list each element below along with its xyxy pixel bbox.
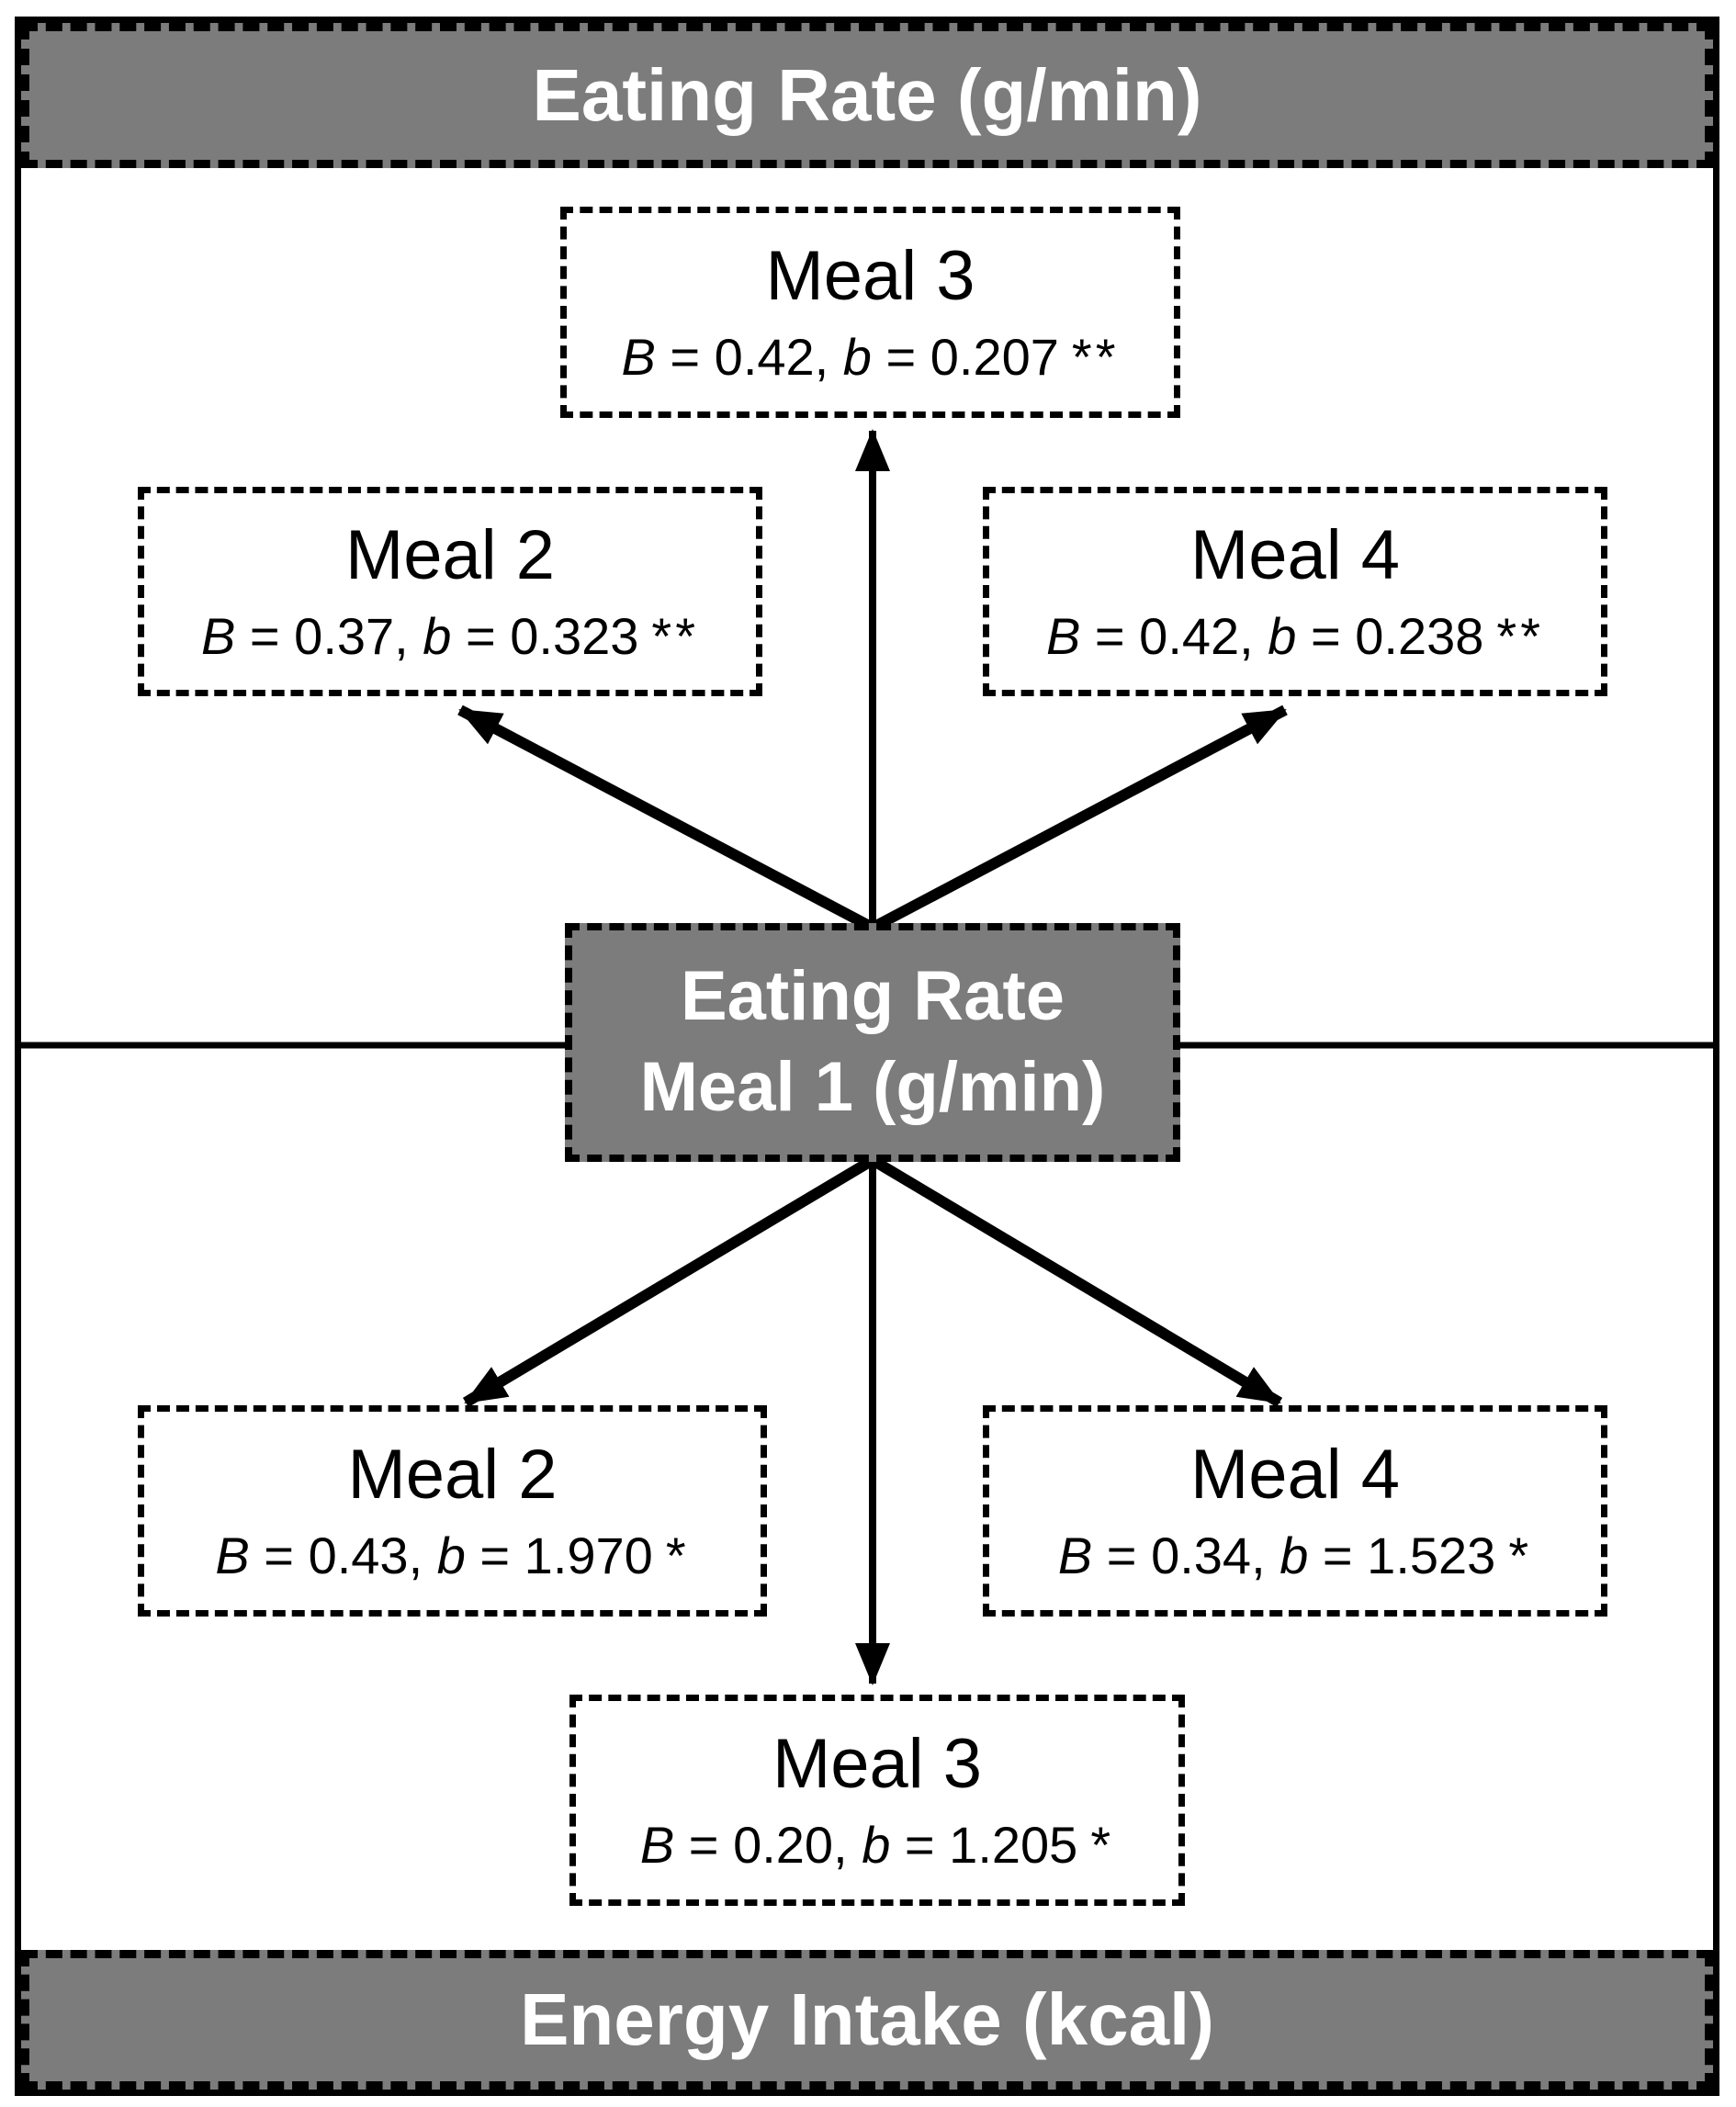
- upper-meal3-box: Meal 3 B = 0.42, b = 0.207**: [560, 207, 1180, 418]
- meal-title: Meal 3: [765, 237, 975, 315]
- stat-B-label: B: [1045, 607, 1081, 665]
- meal-stats: B = 0.37, b = 0.323**: [201, 611, 699, 662]
- meal-title: Meal 2: [347, 1436, 558, 1514]
- eq-sign: =: [451, 607, 511, 665]
- stat-b-label: b: [842, 328, 872, 386]
- comma: ,: [814, 328, 843, 386]
- meal-title: Meal 3: [772, 1725, 983, 1803]
- significance-stars: *: [1090, 1816, 1115, 1874]
- upper-meal4-box: Meal 4 B = 0.42, b = 0.238**: [983, 487, 1607, 696]
- eq-sign: =: [465, 1527, 524, 1584]
- stat-b-label: b: [423, 607, 452, 665]
- stat-B-value: 0.43: [308, 1527, 409, 1584]
- meal-stats: B = 0.43, b = 1.970*: [215, 1530, 689, 1582]
- center-eating-rate-meal1-box: Eating Rate Meal 1 (g/min): [565, 923, 1180, 1162]
- top-banner-eating-rate: Eating Rate (g/min): [21, 23, 1713, 168]
- stat-b-label: b: [862, 1816, 891, 1874]
- stat-b-value: 0.207: [930, 328, 1059, 386]
- comma: ,: [1251, 1527, 1280, 1584]
- significance-stars: *: [1508, 1527, 1533, 1584]
- center-box-line2: Meal 1 (g/min): [639, 1048, 1106, 1126]
- significance-stars: **: [1071, 328, 1120, 386]
- arrow-to-lower-meal2: [462, 1155, 876, 1408]
- bottom-banner-label: Energy Intake (kcal): [520, 1978, 1214, 2060]
- comma: ,: [833, 1816, 862, 1874]
- stat-b-label: b: [1268, 607, 1297, 665]
- arrow-to-upper-meal2: [457, 704, 875, 933]
- eq-sign: =: [871, 328, 930, 386]
- stat-B-label: B: [200, 607, 236, 665]
- upper-meal2-box: Meal 2 B = 0.37, b = 0.323**: [138, 487, 762, 696]
- path-arrows-layer: [21, 429, 1713, 1685]
- meal-stats: B = 0.42, b = 0.238**: [1046, 611, 1544, 662]
- lower-meal2-box: Meal 2 B = 0.43, b = 1.970*: [138, 1405, 767, 1617]
- meal-title: Meal 4: [1189, 516, 1401, 594]
- top-banner-label: Eating Rate (g/min): [532, 54, 1202, 136]
- meal-stats: B = 0.20, b = 1.205*: [640, 1820, 1114, 1871]
- stat-B-label: B: [1057, 1527, 1093, 1584]
- diagram-frame: Eating Rate (g/min) Meal 2 B = 0.37, b =…: [15, 17, 1719, 2096]
- stat-b-value: 1.523: [1367, 1527, 1496, 1584]
- eq-sign: =: [674, 1816, 734, 1874]
- eq-sign: =: [235, 607, 295, 665]
- stat-b-value: 1.970: [524, 1527, 653, 1584]
- comma: ,: [394, 607, 423, 665]
- stat-b-label: b: [1279, 1527, 1309, 1584]
- bottom-banner-energy-intake: Energy Intake (kcal): [21, 1950, 1713, 2090]
- stat-B-value: 0.42: [714, 328, 815, 386]
- stat-b-value: 0.323: [510, 607, 639, 665]
- meal-stats: B = 0.34, b = 1.523*: [1058, 1530, 1532, 1582]
- meal-title: Meal 2: [344, 516, 556, 594]
- eq-sign: =: [1092, 1527, 1152, 1584]
- arrow-to-lower-meal4: [869, 1155, 1283, 1408]
- stat-B-value: 0.20: [733, 1816, 834, 1874]
- eq-sign: =: [655, 328, 715, 386]
- stat-B-value: 0.42: [1139, 607, 1240, 665]
- eq-sign: =: [1296, 607, 1356, 665]
- meal-title: Meal 4: [1189, 1436, 1401, 1514]
- stat-b-value: 1.205: [949, 1816, 1078, 1874]
- stat-b-label: b: [436, 1527, 466, 1584]
- lower-meal4-box: Meal 4 B = 0.34, b = 1.523*: [983, 1405, 1607, 1617]
- eq-sign: =: [1080, 607, 1140, 665]
- stat-B-label: B: [621, 328, 656, 386]
- stat-b-value: 0.238: [1355, 607, 1484, 665]
- stat-B-value: 0.37: [294, 607, 395, 665]
- eq-sign: =: [890, 1816, 950, 1874]
- stat-B-label: B: [639, 1816, 675, 1874]
- stat-B-value: 0.34: [1151, 1527, 1252, 1584]
- arrow-to-upper-meal4: [870, 704, 1288, 933]
- stat-B-label: B: [215, 1527, 250, 1584]
- eq-sign: =: [249, 1527, 309, 1584]
- eq-sign: =: [1308, 1527, 1368, 1584]
- lower-meal3-box: Meal 3 B = 0.20, b = 1.205*: [569, 1695, 1185, 1906]
- comma: ,: [1239, 607, 1268, 665]
- significance-stars: **: [651, 607, 700, 665]
- center-box-line1: Eating Rate: [680, 957, 1065, 1036]
- significance-stars: *: [665, 1527, 690, 1584]
- significance-stars: **: [1496, 607, 1545, 665]
- meal-stats: B = 0.42, b = 0.207**: [621, 332, 1119, 383]
- comma: ,: [408, 1527, 437, 1584]
